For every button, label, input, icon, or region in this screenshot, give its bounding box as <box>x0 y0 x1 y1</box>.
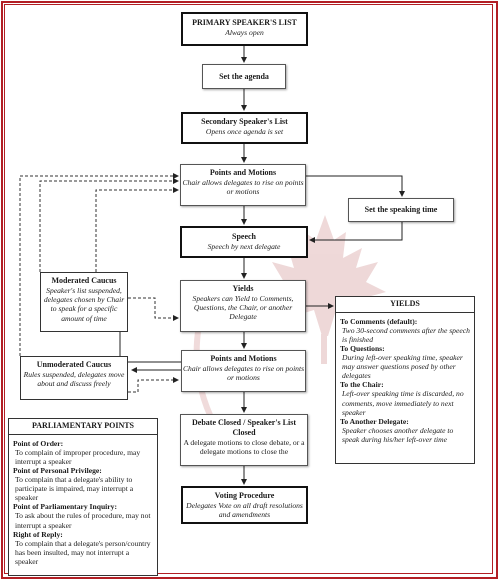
yield-item-title: To the Chair: <box>340 380 384 390</box>
pm1-title: Points and Motions <box>209 168 277 177</box>
outer-frame <box>1 1 498 579</box>
unmoderated-sub: Rules suspended, delegates move about an… <box>23 369 125 388</box>
speech-node: Speech Speech by next delegate <box>180 226 308 258</box>
point-item-title: Point of Parliamentary Inquiry: <box>13 502 117 512</box>
edge-unmoderated-pm2 <box>128 377 179 393</box>
primary-sub: Always open <box>225 27 264 37</box>
point-item-title: Point of Personal Privilege: <box>13 465 102 475</box>
speech-sub: Speech by next delegate <box>207 241 281 251</box>
edge-moderated-pm1-b <box>95 187 179 272</box>
yield-item-desc: Two 30-second comments after the speech … <box>342 325 470 344</box>
edge-unmoderated-pm1 <box>19 173 179 356</box>
point-item-title: Right of Reply: <box>13 529 63 539</box>
secondary-sub: Opens once agenda is set <box>205 126 284 136</box>
unmoderated-caucus-node: Unmoderated Caucus Rules suspended, dele… <box>20 356 128 400</box>
point-item-desc: To complain that a delegate's ability to… <box>15 475 134 503</box>
yields-panel: YIELDS To Comments (default): Two 30-sec… <box>335 296 475 464</box>
edge-moderated-yields <box>128 297 179 321</box>
unmoderated-title: Unmoderated Caucus <box>36 360 112 369</box>
set-speaking-time-node: Set the speaking time <box>348 198 454 222</box>
secondary-title: Secondary Speaker's List <box>201 117 288 126</box>
voting-sub: Delegates Vote on all draft resolutions … <box>186 500 303 519</box>
set-agenda-node: Set the agenda <box>202 64 286 89</box>
points-motions-node-1: Points and Motions Chair allows delegate… <box>180 164 306 206</box>
moderated-caucus-node: Moderated Caucus Speaker's list suspende… <box>40 272 128 332</box>
yields-node: Yields Speakers can Yield to Comments, Q… <box>180 280 306 332</box>
yields-panel-heading: YIELDS <box>336 297 474 313</box>
yield-item-desc: Speaker chooses another delegate to spea… <box>342 425 454 445</box>
edge-pm1-speakingtime <box>306 175 405 197</box>
edge-speakingtime-speech <box>309 222 403 243</box>
point-item-title: Point of Order: <box>13 438 64 448</box>
yield-item-title: To Comments (default): <box>340 316 418 326</box>
point-item-desc: To ask about the rules of procedure, may… <box>15 511 151 530</box>
pm2-sub: Chair allows delegates to rise on points… <box>182 363 305 382</box>
edge-moderated-pm1 <box>39 178 179 272</box>
point-item-desc: To complain of improper procedure, may i… <box>15 447 141 466</box>
yield-item-title: To Questions: <box>340 343 385 353</box>
yield-item-desc: Left-over speaking time is discarded, no… <box>342 389 464 417</box>
yield-item-desc: During left-over speaking time, speaker … <box>342 353 463 381</box>
yields-panel-list: To Comments (default): Two 30-second com… <box>336 313 474 445</box>
parliamentary-heading: PARLIAMENTARY POINTS <box>9 419 157 435</box>
point-item-desc: To complain that a delegate's person/cou… <box>15 538 151 567</box>
pm2-title: Points and Motions <box>210 354 277 363</box>
moderated-sub: Speaker's list suspended, delegates chos… <box>43 285 125 323</box>
parliamentary-list: Point of Order: To complain of improper … <box>9 435 157 567</box>
debate-closed-node: Debate Closed / Speaker's List Closed A … <box>180 414 308 466</box>
speaking-time-title: Set the speaking time <box>364 205 438 214</box>
voting-title: Voting Procedure <box>214 491 275 500</box>
pm1-sub: Chair allows delegates to rise on points… <box>182 177 304 196</box>
yields-sub: Speakers can Yield to Comments, Question… <box>192 293 294 322</box>
inner-frame <box>4 4 493 574</box>
yields-title: Yields <box>232 284 254 293</box>
voting-procedure-node: Voting Procedure Delegates Vote on all d… <box>181 486 308 524</box>
debate-title: Debate Closed / Speaker's List Closed <box>192 418 296 437</box>
points-motions-node-2: Points and Motions Chair allows delegate… <box>181 350 306 392</box>
moderated-title: Moderated Caucus <box>51 276 117 285</box>
debate-sub: A delegate motions to close debate, or a… <box>183 437 305 456</box>
agenda-title: Set the agenda <box>219 72 269 81</box>
primary-speakers-list-node: PRIMARY SPEAKER'S LIST Always open <box>181 12 308 46</box>
secondary-speakers-list-node: Secondary Speaker's List Opens once agen… <box>181 112 308 144</box>
primary-title: PRIMARY SPEAKER'S LIST <box>192 18 297 27</box>
speech-title: Speech <box>232 232 256 241</box>
parliamentary-points-panel: PARLIAMENTARY POINTS Point of Order: To … <box>8 418 158 576</box>
yield-item-title: To Another Delegate: <box>340 416 409 426</box>
